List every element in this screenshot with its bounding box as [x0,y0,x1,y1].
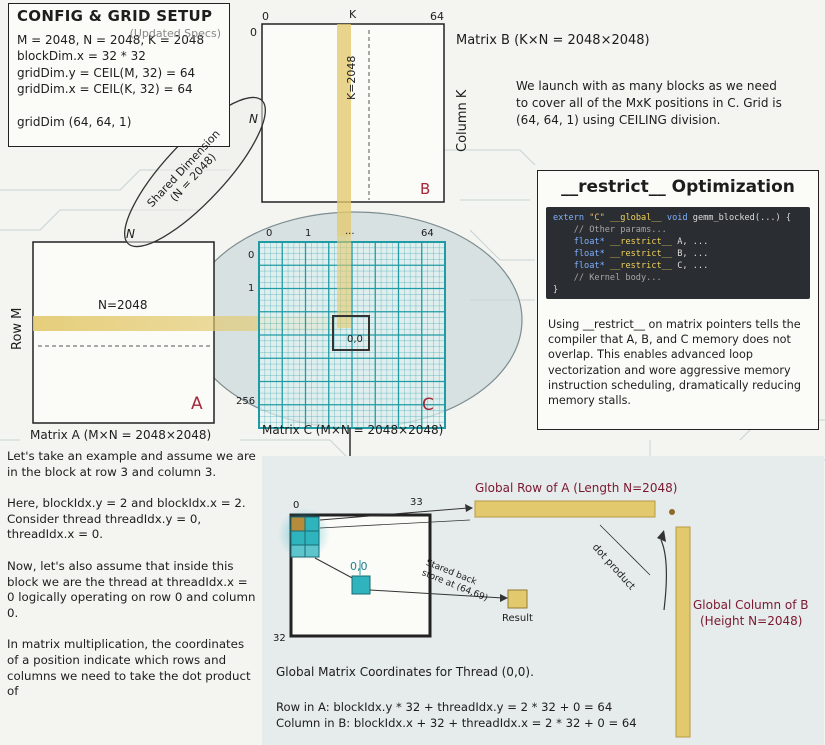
launch-note: We launch with as many blocks as we need… [516,79,782,127]
thread-cell [351,575,371,595]
block-tick-bottom-left: 32 [273,633,286,644]
global-column-label: Global Column of B (Height N=2048) [693,597,808,629]
matrix-c-letter: C [422,395,434,415]
code-line: float* __restrict__ A, ... [573,237,709,247]
matrix-b-tick-right: 64 [430,10,444,23]
matrix-a-side-label: Row M [10,307,25,350]
matrix-a-letter: A [191,394,203,414]
matrix-b-tick-mid: K [349,8,357,21]
config-line: gridDim (64, 64, 1) [17,114,132,129]
code-line: extern "C" __global__ void gemm_blocked(… [553,213,792,223]
thread-tile [290,516,320,558]
thread-label: 0,0 [350,560,368,573]
matrix-c-target-cell [332,315,370,351]
matrix-c-column-beam [337,236,351,328]
global-column-bar [675,526,691,738]
config-subtitle: (Updated Specs) [129,27,221,40]
result-label: Result [502,613,533,624]
matrix-c-cell-label: 0,0 [347,334,363,345]
matrix-a-box [32,241,215,424]
global-column-label-line1: Global Column of B [693,598,809,612]
code-line: } [553,285,559,295]
matrix-b-inner-label: K=2048 [345,55,358,100]
config-line: gridDim.y = CEIL(M, 32) = 64 [17,65,196,80]
matrix-c-title: Matrix C (M×N = 2048×2048) [262,423,444,437]
code-block: extern "C" __global__ void gemm_blocked(… [546,207,810,299]
config-panel: CONFIG & GRID SETUP (Updated Specs) M = … [8,3,230,147]
global-column-label-line2: (Height N=2048) [700,614,803,628]
config-lines: M = 2048, N = 2048, K = 2048 blockDim.x … [17,32,221,131]
matrix-b-side-label: Column K [455,89,470,152]
config-title: CONFIG & GRID SETUP [17,7,213,25]
shared-dimension-end-bottom: N [126,227,135,241]
matrix-c-tick-top-dots: ... [345,226,355,237]
global-coords-heading: Global Matrix Coordinates for Thread (0,… [276,665,534,679]
shared-dimension-ellipse [124,96,266,248]
matrix-c-tick-top-1: 1 [305,228,312,239]
code-line: // Other params... [553,225,667,235]
config-line: M = 2048, N = 2048, K = 2048 [17,32,205,47]
matrix-b-column-highlight [337,24,351,236]
matrix-b-box [261,23,445,203]
example-text: Let's take an example and assume we are … [7,449,257,700]
matrix-c-tick-top-0: 0 [266,228,273,239]
config-line: blockDim.x = 32 * 32 [17,49,146,63]
block-tick-top-right: 33 [410,497,423,508]
shared-dimension-end-top: N [249,112,258,126]
code-line: float* __restrict__ C, ... [573,261,709,271]
result-cell [507,589,528,609]
column-formula: Column in B: blockIdx.x + 32 + threadIdx… [276,716,637,730]
code-line: float* __restrict__ B, ... [573,249,709,259]
restrict-title: __restrict__ Optimization [561,177,795,197]
matrix-b-tick-left: 0 [262,10,269,23]
matrix-c-tick-left-1: 1 [248,283,255,294]
example-paragraph: In matrix multiplication, the coordinate… [7,637,251,699]
code-line: // Kernel body... [553,273,662,283]
matrix-c-tick-left-0: 0 [248,250,255,261]
example-paragraph: Now, let's also assume that inside this … [7,558,256,620]
config-line [17,98,221,114]
matrix-a-title: Matrix A (M×N = 2048×2048) [30,428,212,442]
restrict-explanation: Using __restrict__ on matrix pointers te… [548,318,801,408]
matrix-c-grid [258,241,446,429]
matrix-a-inner-label: N=2048 [98,298,148,312]
matrix-b-corner: 0 [250,26,257,39]
global-row-label: Global Row of A (Length N=2048) [475,481,678,495]
matrix-c-tick-top-64: 64 [421,228,434,239]
matrix-c-tick-left-256: 256 [236,396,256,407]
row-formula: Row in A: blockIdx.y * 32 + threadIdx.y … [276,700,613,714]
example-paragraph: Here, blockIdx.y = 2 and blockIdx.x = 2.… [7,496,246,542]
global-row-bar [474,500,656,518]
block-tick-top-left: 0 [293,500,300,511]
example-paragraph: Let's take an example and assume we are … [7,449,256,479]
config-line: gridDim.x = CEIL(K, 32) = 64 [17,82,193,96]
matrix-b-title: Matrix B (K×N = 2048×2048) [456,33,650,48]
restrict-panel: __restrict__ Optimization extern "C" __g… [537,170,819,430]
matrix-b-letter: B [420,180,431,198]
